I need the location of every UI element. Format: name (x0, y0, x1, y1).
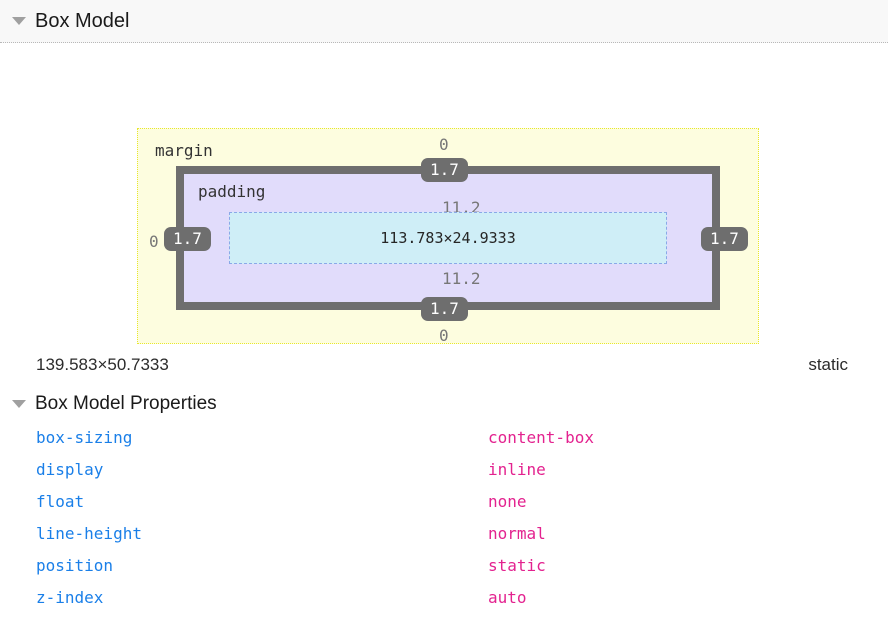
property-row[interactable]: z-index auto (36, 581, 888, 613)
border-right-value[interactable]: 1.7 (701, 227, 748, 251)
property-name[interactable]: z-index (36, 587, 104, 607)
margin-region-label: margin (155, 141, 213, 160)
border-region[interactable]: border padding 11.2 11.2 11.2 11.2 113.7… (176, 166, 720, 310)
box-model-properties-header[interactable]: Box Model Properties (0, 387, 888, 421)
triangle-down-icon[interactable] (12, 400, 26, 408)
box-model-summary: 139.583×50.7333 static (0, 343, 888, 387)
property-row[interactable]: line-height normal (36, 517, 888, 549)
margin-top-value[interactable]: 0 (439, 135, 449, 154)
property-name[interactable]: display (36, 459, 104, 479)
margin-left-value[interactable]: 0 (149, 232, 159, 251)
box-model-properties-list: box-sizing content-box display inline fl… (0, 421, 888, 613)
property-value[interactable]: normal (488, 523, 546, 543)
property-row[interactable]: box-sizing content-box (36, 421, 888, 453)
total-size-label: 139.583×50.7333 (36, 355, 169, 374)
property-value[interactable]: content-box (488, 427, 594, 447)
property-name[interactable]: box-sizing (36, 427, 133, 447)
border-top-value[interactable]: 1.7 (421, 158, 468, 182)
property-name[interactable]: line-height (36, 523, 142, 543)
property-value[interactable]: none (488, 491, 527, 511)
property-row[interactable]: float none (36, 485, 888, 517)
page-title: Box Model (35, 9, 130, 32)
content-size-label: 113.783×24.9333 (380, 229, 516, 247)
margin-bottom-value[interactable]: 0 (439, 326, 449, 345)
margin-region[interactable]: margin 0 0 0 0 border padding 11.2 11.2 … (137, 128, 759, 345)
property-value[interactable]: inline (488, 459, 546, 479)
box-model-diagram: margin 0 0 0 0 border padding 11.2 11.2 … (0, 43, 888, 345)
property-value[interactable]: auto (488, 587, 527, 607)
triangle-down-icon[interactable] (12, 17, 26, 25)
property-name[interactable]: position (36, 555, 114, 575)
box-model-panel-header[interactable]: Box Model (0, 0, 888, 43)
border-bottom-value[interactable]: 1.7 (421, 297, 468, 321)
padding-region[interactable]: padding 11.2 11.2 11.2 11.2 113.783×24.9… (184, 174, 712, 302)
property-row[interactable]: display inline (36, 453, 888, 485)
property-value[interactable]: static (488, 555, 546, 575)
border-left-value[interactable]: 1.7 (164, 227, 211, 251)
properties-section-title: Box Model Properties (35, 393, 217, 414)
position-label: static (808, 355, 848, 374)
property-row[interactable]: position static (36, 549, 888, 581)
content-region[interactable]: 113.783×24.9333 (229, 212, 667, 264)
padding-bottom-value[interactable]: 11.2 (442, 269, 481, 288)
property-name[interactable]: float (36, 491, 85, 511)
padding-region-label: padding (198, 182, 266, 201)
